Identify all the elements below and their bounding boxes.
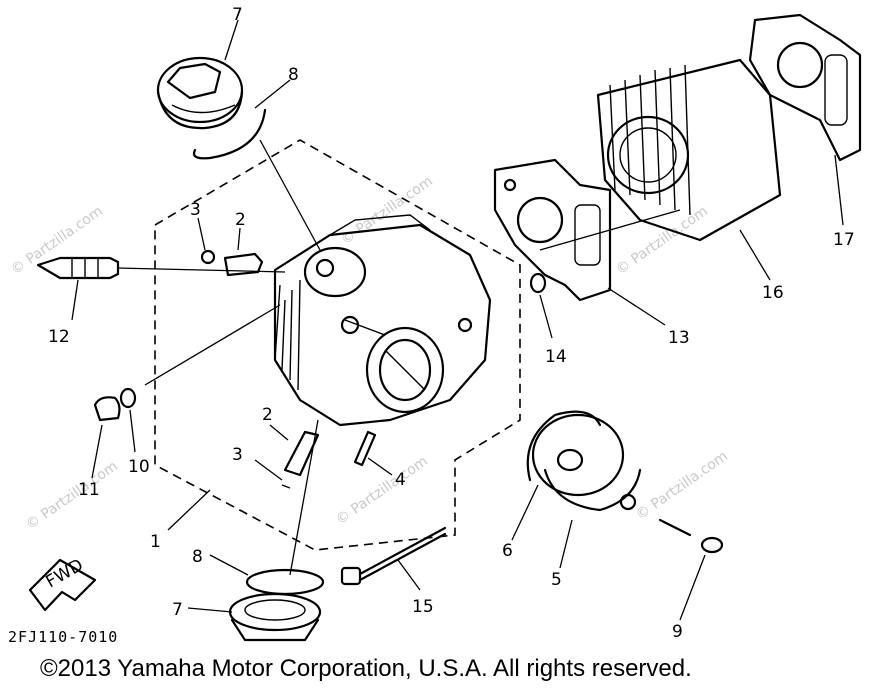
callout-5: 5 bbox=[551, 570, 562, 590]
spark-plug bbox=[36, 256, 286, 280]
copyright-notice: ©2013 Yamaha Motor Corporation, U.S.A. A… bbox=[40, 655, 692, 682]
callouts: 7 8 3 2 12 10 11 2 3 4 1 8 7 15 6 5 9 14… bbox=[48, 5, 855, 642]
fwd-label: FWD bbox=[43, 555, 87, 592]
tappet-cover bbox=[531, 413, 642, 512]
callout-16: 16 bbox=[762, 283, 784, 303]
cylinder-block bbox=[539, 58, 782, 251]
base-gasket bbox=[748, 13, 862, 162]
diagram-code: 2FJ110-7010 bbox=[8, 628, 118, 646]
callout-7-bot: 7 bbox=[172, 600, 183, 620]
watermark-text: © Partzilla.com bbox=[613, 203, 711, 278]
o-ring-bottom bbox=[245, 568, 325, 596]
stud-bolt bbox=[353, 430, 377, 467]
watermark-text: © Partzilla.com bbox=[23, 458, 121, 533]
fwd-arrow: FWD bbox=[28, 555, 97, 612]
cylinder-head bbox=[259, 139, 492, 427]
callout-6: 6 bbox=[502, 541, 513, 561]
watermark-text: © Partzilla.com bbox=[338, 173, 436, 248]
watermark-text: © Partzilla.com bbox=[633, 448, 731, 523]
callout-17: 17 bbox=[833, 230, 855, 250]
callout-3-mid: 3 bbox=[232, 445, 243, 465]
callout-12: 12 bbox=[48, 327, 70, 347]
cover-bolt bbox=[658, 518, 724, 554]
leader-lines bbox=[71, 19, 844, 621]
filler-cap-top bbox=[156, 56, 244, 130]
callout-2-top: 2 bbox=[235, 210, 246, 230]
callout-8-top: 8 bbox=[288, 65, 299, 85]
dowel-pin bbox=[529, 272, 547, 294]
callout-9: 9 bbox=[672, 622, 683, 642]
filler-cap-bottom bbox=[228, 592, 322, 642]
valve-guide-top bbox=[200, 249, 264, 277]
callout-10: 10 bbox=[128, 457, 150, 477]
assembly-boundary bbox=[154, 139, 521, 551]
long-bolt bbox=[340, 526, 447, 586]
drain-plug bbox=[93, 387, 137, 422]
callout-14: 14 bbox=[545, 347, 567, 367]
callout-11: 11 bbox=[78, 480, 100, 500]
valve-guide-mid bbox=[281, 430, 320, 489]
callout-3-top: 3 bbox=[190, 200, 201, 220]
o-ring-top bbox=[192, 108, 267, 160]
callout-15: 15 bbox=[412, 597, 434, 617]
watermark-text: © Partzilla.com bbox=[8, 203, 106, 278]
cylinder-gasket bbox=[493, 158, 612, 302]
callout-7-top: 7 bbox=[232, 5, 243, 25]
watermark-text: © Partzilla.com bbox=[333, 453, 431, 528]
callout-8-bot: 8 bbox=[192, 547, 203, 567]
callout-13: 13 bbox=[668, 328, 690, 348]
callout-2-mid: 2 bbox=[262, 405, 273, 425]
cover-gasket bbox=[526, 410, 602, 482]
callout-4: 4 bbox=[395, 470, 406, 490]
callout-1: 1 bbox=[150, 532, 161, 552]
